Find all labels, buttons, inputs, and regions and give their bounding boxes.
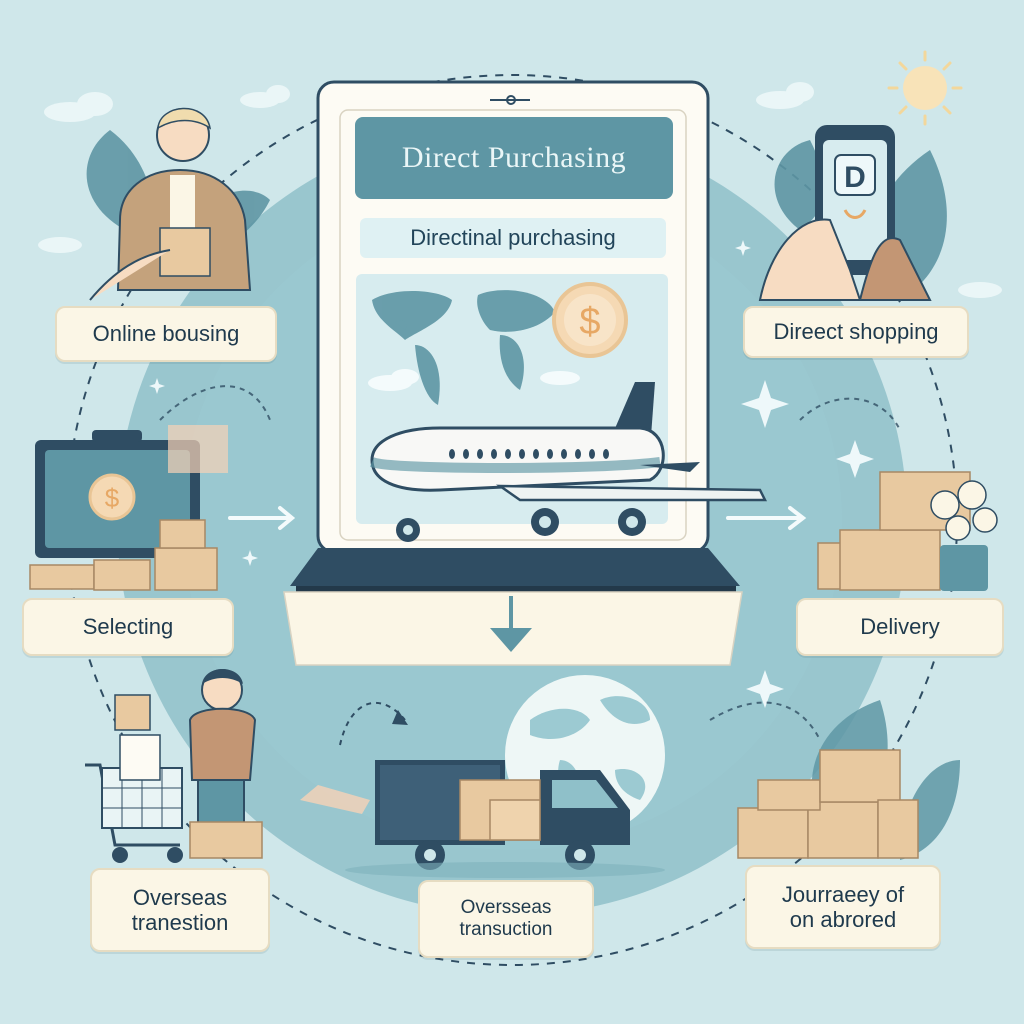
label-selecting: Selecting [22,598,234,656]
label-overseas-transaction-center: Oversseas transuction [418,880,594,958]
label-line: transuction [459,919,553,940]
dollar-coin-icon: $ [552,282,628,358]
world-map [372,290,555,405]
panel-subtitle: Directinal purchasing [360,218,666,258]
airplane-icon [369,382,768,542]
laptop-base [283,548,743,666]
label-line: tranestion [131,910,229,935]
person-browsing-icon [89,107,252,301]
svg-text:D: D [844,161,866,194]
ground-shadow [345,862,665,878]
label-line: Oversseas [460,897,552,919]
flow-arrow-icon [228,506,807,530]
briefcase-icon: $ [35,425,228,558]
shopping-cart-icon [85,694,183,863]
potted-plant-icon [930,480,998,591]
svg-text:$: $ [105,483,120,513]
label-line: Jourraeey of [781,881,905,907]
cloud-icon [38,82,1002,298]
truck-icon [375,760,630,870]
panel-title: Direct Purchasing [355,117,673,199]
parcel-stack-icon [29,519,218,591]
label-overseas-transaction-left: Overseas tranestion [90,868,270,952]
label-line: Overseas [132,884,228,910]
dashed-path [159,385,901,741]
label-online-browsing: Online bousing [55,306,277,362]
svg-text:$: $ [579,301,600,343]
flow-arrow-icon [300,701,408,814]
sparkle-icon [149,240,874,708]
label-journey-abroad: Jourraeey of on abrored [745,865,941,949]
parcel-stack-icon [737,749,919,859]
person-shopping-icon [188,669,263,859]
label-delivery: Delivery [796,598,1004,656]
sun-icon [887,50,963,126]
smartphone-icon: D [758,125,932,301]
cloud-icon [368,369,580,391]
label-direct-shopping: Direect shopping [743,306,969,358]
label-line: on abrored [789,907,897,932]
